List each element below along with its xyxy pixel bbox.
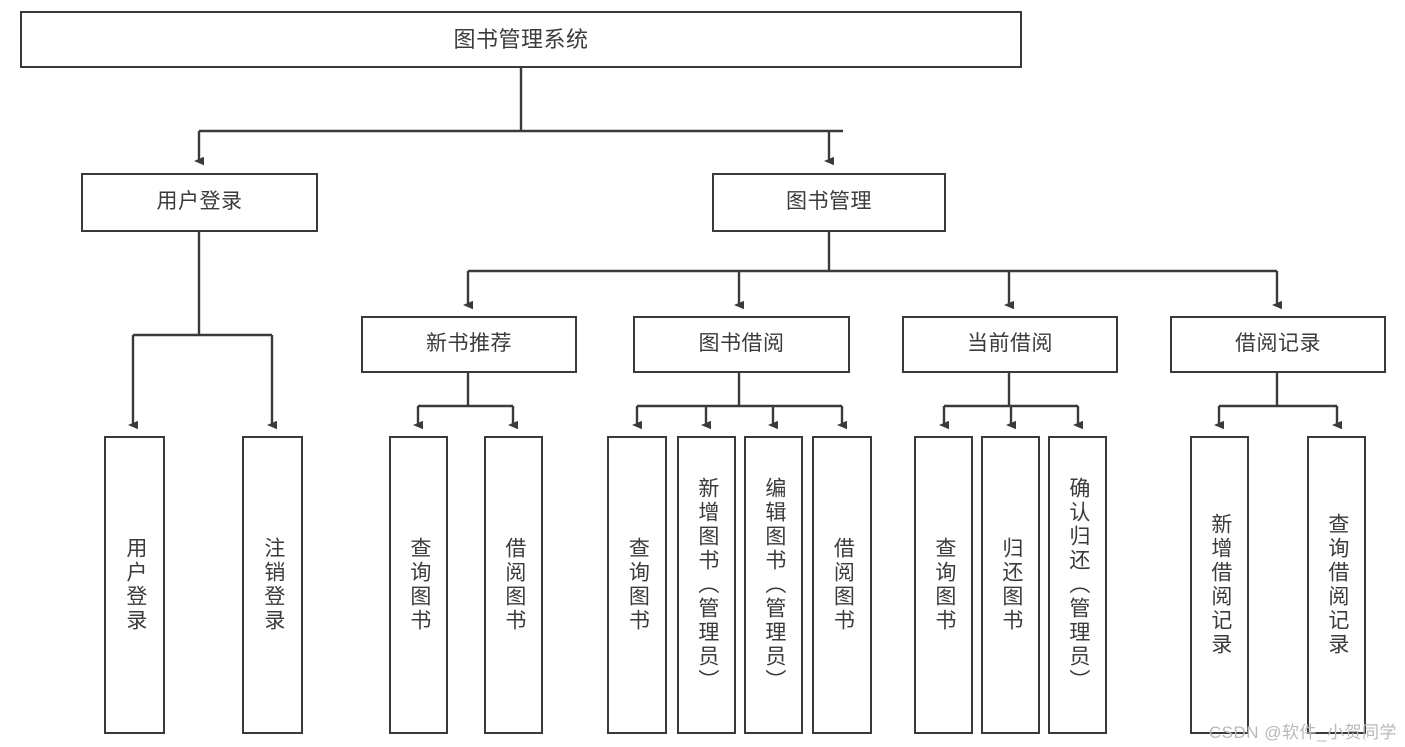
- leaf-borrow-book-2[interactable]: 借阅图书: [812, 436, 872, 734]
- leaf-label: 编辑图书（管理员）: [762, 477, 786, 693]
- leaf-add-record[interactable]: 新增借阅记录: [1190, 436, 1249, 734]
- leaf-confirm-return[interactable]: 确认归还（管理员）: [1048, 436, 1107, 734]
- leaf-borrow-book-1[interactable]: 借阅图书: [484, 436, 543, 734]
- leaf-label: 新增借阅记录: [1208, 513, 1232, 657]
- leaf-label: 借阅图书: [502, 537, 526, 633]
- leaf-label: 确认归还（管理员）: [1066, 477, 1090, 693]
- leaf-label: 借阅图书: [831, 537, 855, 633]
- node-current-borrow[interactable]: 当前借阅: [902, 316, 1118, 373]
- leaf-query-book-1[interactable]: 查询图书: [389, 436, 448, 734]
- leaf-query-book-2[interactable]: 查询图书: [607, 436, 667, 734]
- leaf-query-record[interactable]: 查询借阅记录: [1307, 436, 1366, 734]
- leaf-logout-login[interactable]: 注销登录: [242, 436, 303, 734]
- node-book-management[interactable]: 图书管理: [712, 173, 946, 232]
- csdn-watermark: CSDN @软件_小贺同学: [1208, 723, 1397, 742]
- leaf-label: 归还图书: [999, 537, 1023, 633]
- leaf-user-login[interactable]: 用户登录: [104, 436, 165, 734]
- leaf-edit-book[interactable]: 编辑图书（管理员）: [744, 436, 803, 734]
- leaf-label: 新增图书（管理员）: [695, 477, 719, 693]
- leaf-label: 查询图书: [626, 537, 650, 633]
- node-borrow-record[interactable]: 借阅记录: [1170, 316, 1386, 373]
- leaf-label: 用户登录: [123, 537, 147, 633]
- leaf-label: 查询借阅记录: [1325, 513, 1349, 657]
- leaf-return-book[interactable]: 归还图书: [981, 436, 1040, 734]
- node-root-system[interactable]: 图书管理系统: [20, 11, 1022, 68]
- leaf-label: 注销登录: [261, 537, 285, 633]
- leaf-label: 查询图书: [407, 537, 431, 633]
- node-new-book-recommend[interactable]: 新书推荐: [361, 316, 577, 373]
- node-book-borrow[interactable]: 图书借阅: [633, 316, 850, 373]
- leaf-query-book-3[interactable]: 查询图书: [914, 436, 973, 734]
- leaf-label: 查询图书: [932, 537, 956, 633]
- leaf-add-book[interactable]: 新增图书（管理员）: [677, 436, 736, 734]
- node-user-login[interactable]: 用户登录: [81, 173, 318, 232]
